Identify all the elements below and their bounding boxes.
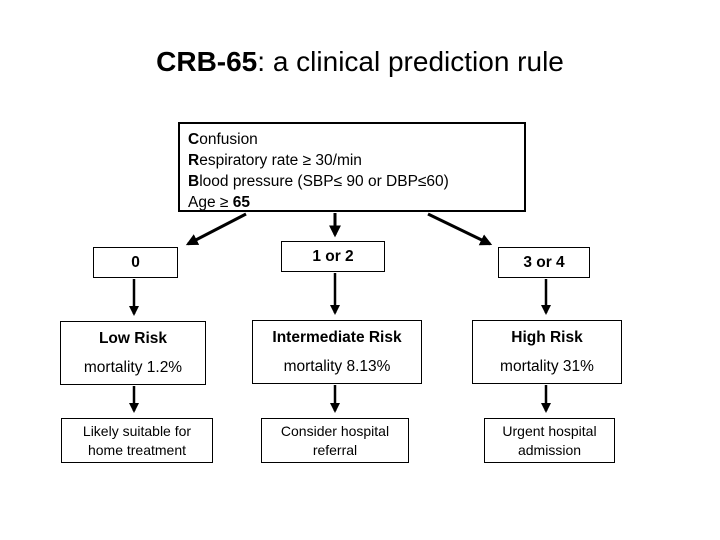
arrow-criteria-to-score-3-or-4 [427, 212, 493, 246]
criteria-line-blood-pressure: Blood pressure (SBP≤ 90 or DBP≤60) [188, 173, 449, 190]
criteria-line-confusion: Confusion [188, 131, 258, 148]
action-box-hospital-admission: Urgent hospital admission [484, 418, 615, 463]
risk-title: Intermediate Risk [272, 329, 402, 346]
action-line: Urgent hospital [502, 422, 597, 439]
risk-mortality: mortality 1.2% [83, 359, 183, 376]
action-box-home-treatment: Likely suitable for home treatment [61, 418, 213, 463]
page-title-bold: CRB-65 [156, 46, 258, 77]
criteria-box: Confusion Respiratory rate ≥ 30/min Bloo… [178, 122, 526, 212]
action-box-hospital-referral: Consider hospital referral [261, 418, 409, 463]
score-box-3-or-4: 3 or 4 [498, 247, 590, 278]
risk-title: Low Risk [98, 330, 168, 347]
score-box-1-or-2: 1 or 2 [281, 241, 385, 272]
action-line: admission [517, 441, 582, 458]
risk-title: High Risk [511, 329, 583, 346]
score-label: 3 or 4 [523, 253, 565, 271]
risk-box-intermediate: Intermediate Risk mortality 8.13% [252, 320, 422, 384]
page-title-rest: : a clinical prediction rule [257, 46, 564, 77]
page-title: CRB-65: a clinical prediction rule [0, 46, 720, 78]
arrow-criteria-to-score-0 [185, 212, 247, 246]
criteria-line-age: Age ≥ 65 [188, 194, 250, 211]
action-line: home treatment [87, 441, 187, 458]
score-box-0: 0 [93, 247, 178, 278]
risk-mortality: mortality 31% [500, 358, 594, 375]
score-label: 0 [131, 253, 140, 271]
risk-box-low: Low Risk mortality 1.2% [60, 321, 206, 385]
action-line: referral [312, 441, 358, 458]
action-line: Likely suitable for [82, 422, 192, 439]
risk-box-high: High Risk mortality 31% [472, 320, 622, 384]
action-line: Consider hospital [280, 422, 390, 439]
score-label: 1 or 2 [312, 247, 354, 265]
risk-mortality: mortality 8.13% [283, 358, 391, 375]
criteria-line-respiratory: Respiratory rate ≥ 30/min [188, 152, 362, 169]
